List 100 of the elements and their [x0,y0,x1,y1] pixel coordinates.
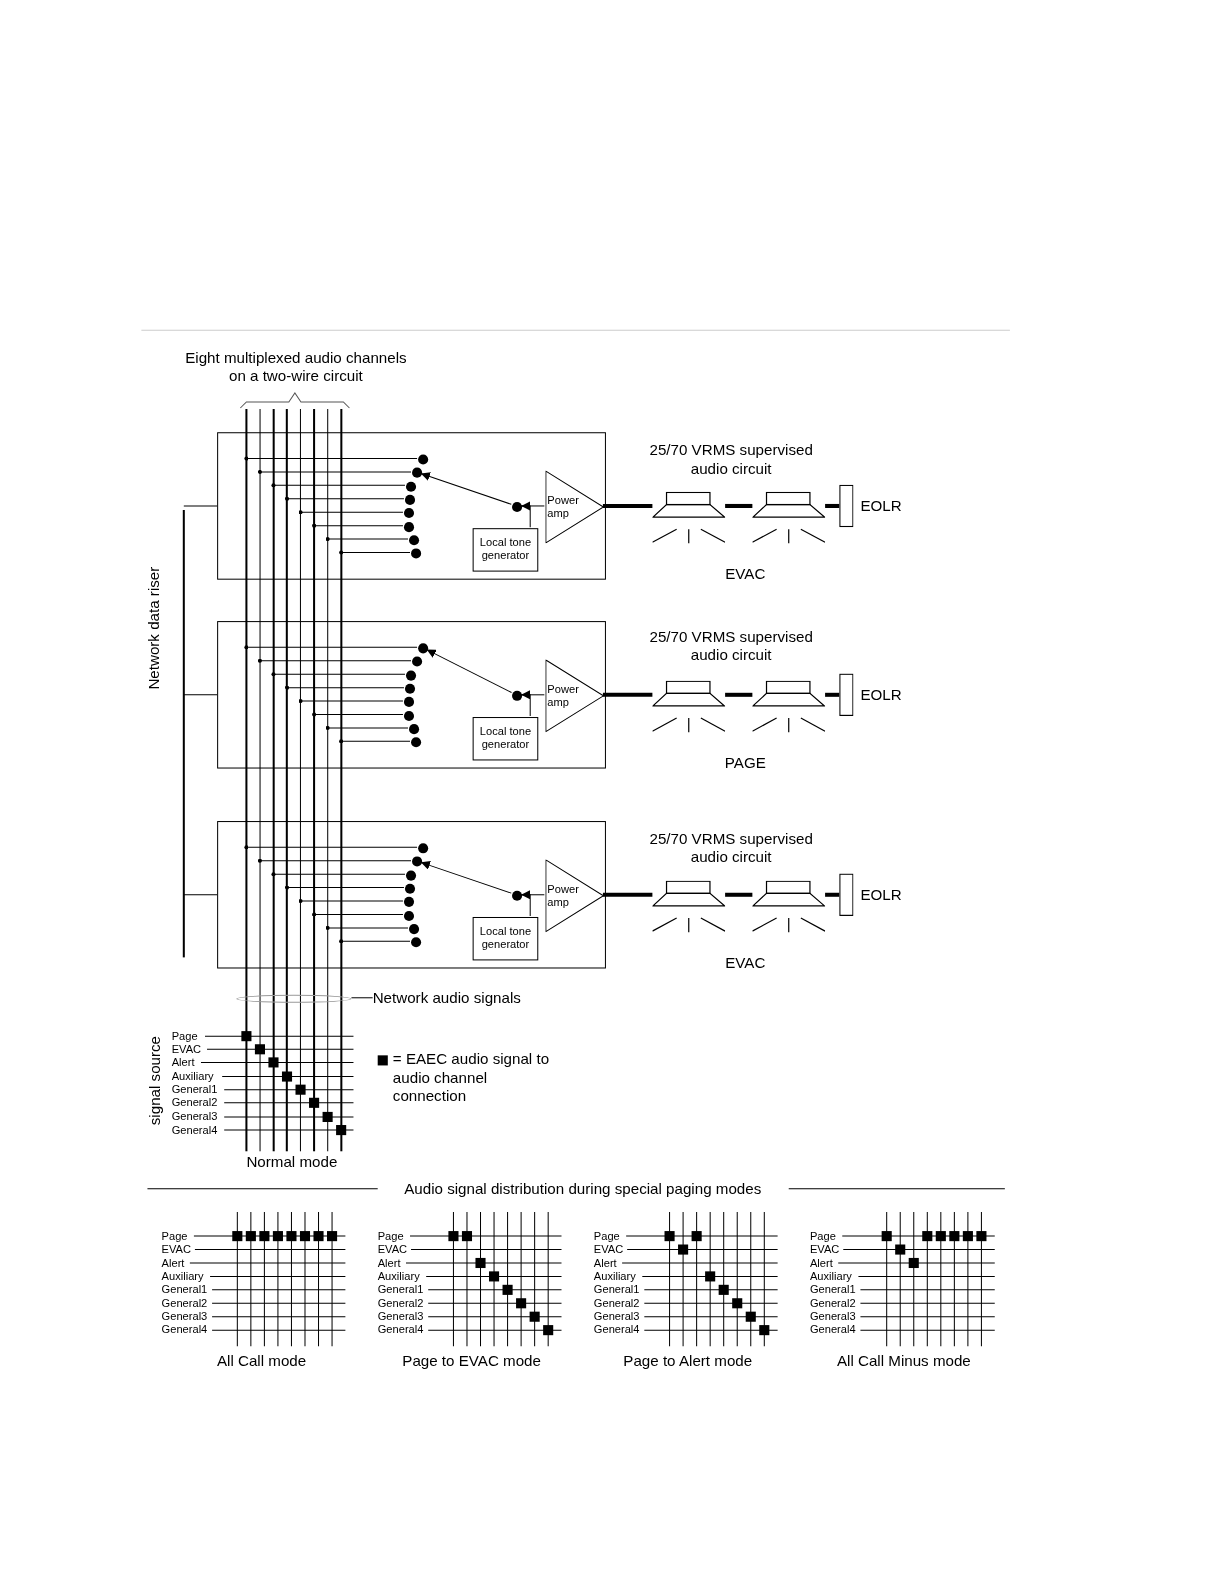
contact-dot [403,697,415,708]
row-label: Auxiliary [809,1269,852,1284]
callout-label: Network audio signals [372,988,521,1007]
wire [298,699,404,704]
channel-bus-line [313,409,315,1152]
tone-generator-box: Local tone generator [472,917,539,961]
row-label: Auxiliary [593,1269,636,1284]
contact-dot [418,843,429,854]
row-label: Alert [593,1256,617,1270]
row-label: EVAC [161,1242,191,1257]
wire [725,503,753,508]
mode-caption: Page to Alert mode [623,1352,753,1371]
row-label: Alert [161,1256,185,1270]
legend-text: = EAEC audio signal to audio channel connection [392,1050,551,1105]
tone-generator-box: Local tone generator [472,528,539,572]
wire [339,739,411,744]
wire [825,692,840,697]
speaker-symbol [652,491,726,545]
contact-dot [409,923,420,934]
speaker-symbol [752,491,826,545]
wire [257,658,412,663]
row-label: General3 [377,1310,424,1324]
contact-dot [403,710,415,721]
source-label: signal source [145,1035,164,1126]
wire [520,694,545,696]
speaker-symbol [652,880,726,934]
row-label: General3 [809,1310,856,1324]
contact-dot [403,521,415,532]
amplifier-symbol: Power amp [545,470,604,544]
row-label: Auxiliary [171,1069,214,1084]
wire [825,503,840,508]
channel-bus-line [340,409,342,1152]
row-label: General2 [809,1296,856,1310]
contact-dot [418,643,429,654]
arrow [426,649,513,694]
wire [339,550,411,555]
riser-label: Network data riser [144,566,163,690]
row-label: Page [593,1229,620,1243]
contact-dot [404,494,416,505]
end-of-line-resistor: EOLR [839,673,910,716]
row-label: Page [171,1029,198,1043]
wire [298,510,404,515]
wire [602,503,653,508]
row-label: Alert [171,1055,195,1070]
circuit-label: 25/70 VRMS supervised audio circuit [648,830,814,867]
row-label: General4 [809,1323,856,1337]
speaker-symbol [652,680,726,734]
speaker-symbol [752,880,826,934]
arrow [520,890,531,917]
row-label: EVAC [171,1042,202,1056]
contact-dot [406,670,417,681]
row-label: General1 [809,1283,856,1297]
wire [285,496,405,501]
row-label: General4 [171,1123,218,1137]
contact-dot [406,481,417,492]
amplifier-symbol: Power amp [545,659,604,733]
mode-caption: Page to EVAC mode [402,1352,541,1371]
wire [257,858,412,863]
contact-dot [403,910,415,921]
contact-dot [412,656,423,667]
wire [257,469,412,474]
contact-dot [411,737,422,748]
row-label: General3 [593,1310,640,1324]
row-label: General2 [161,1296,208,1310]
tone-generator-box: Local tone generator [472,717,539,761]
contact-dot [418,454,429,465]
wire [339,939,411,944]
row-label: General3 [161,1310,208,1324]
row-label: Page [809,1229,836,1243]
row-label: Auxiliary [161,1269,204,1284]
contact-dot [406,870,417,881]
wire [285,885,405,890]
contact-dot [403,508,415,519]
wire [244,456,418,461]
end-of-line-resistor: EOLR [839,873,910,916]
circuit-label: 25/70 VRMS supervised audio circuit [648,628,814,665]
row-label: General2 [171,1096,218,1110]
wire [325,925,409,930]
channel-bus-line [245,409,248,1152]
zone-label: EVAC [725,954,766,973]
contact-dot [409,535,420,546]
wire [520,894,545,896]
wire [602,692,653,697]
row-label: Page [377,1229,404,1243]
wire [298,899,404,904]
wire [725,892,753,897]
amplifier-symbol: Power amp [545,859,604,933]
contact-dot [411,548,422,559]
wire [312,712,404,717]
wire [244,845,418,850]
wire [183,694,218,696]
row-label: EVAC [377,1242,408,1257]
input-dot [512,501,523,512]
wire [312,523,404,528]
row-label: EVAC [809,1242,840,1257]
channel-bus-line [286,409,288,1152]
wire [285,685,405,690]
circuit-label: 25/70 VRMS supervised audio circuit [648,441,814,478]
input-dot [512,890,523,901]
row-label: General4 [593,1323,640,1337]
